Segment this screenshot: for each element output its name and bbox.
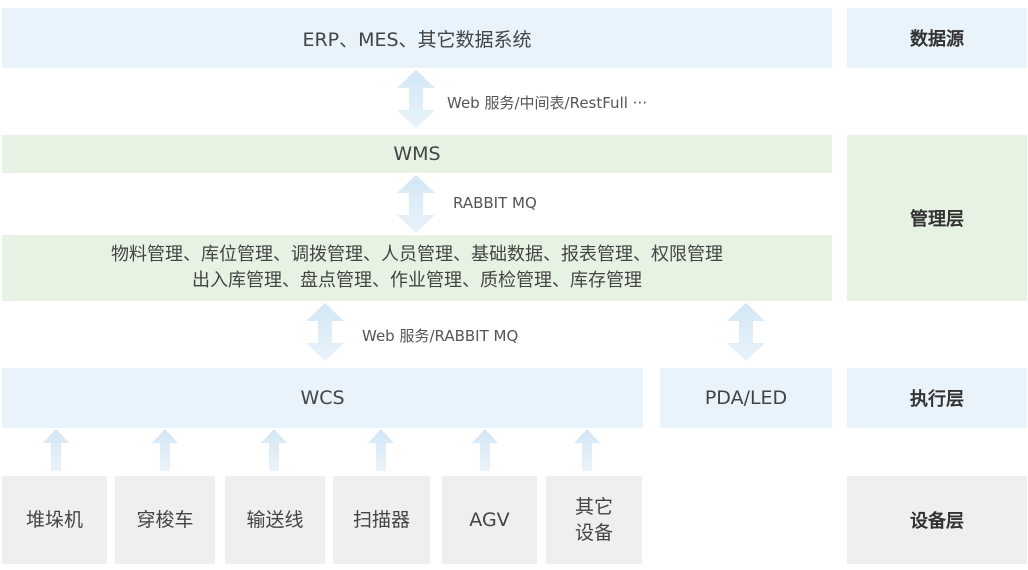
device-label: AGV (469, 509, 510, 531)
up-arrow-icon (261, 429, 287, 471)
erp-mes-box: ERP、MES、其它数据系统 (2, 8, 832, 68)
up-arrow-icon (574, 429, 600, 471)
layer-device-label: 设备层 (910, 511, 964, 532)
pda-led-label: PDA/LED (704, 387, 788, 409)
layer-management: 管理层 (847, 135, 1027, 301)
pda-led-box: PDA/LED (660, 368, 832, 428)
modules-box: 物料管理、库位管理、调拨管理、人员管理、基础数据、报表管理、权限管理 出入库管理… (2, 235, 832, 301)
connector-label-web-service: Web 服务/中间表/RestFull ··· (447, 94, 647, 112)
up-arrow-icon (43, 429, 69, 471)
layer-execution-label: 执行层 (910, 389, 964, 410)
double-arrow-icon (397, 70, 435, 128)
connector-label-rabbitmq: RABBIT MQ (453, 194, 537, 212)
wms-label: WMS (393, 143, 441, 165)
device-label: 扫描器 (352, 509, 410, 531)
device-shuttle: 穿梭车 (115, 476, 215, 564)
device-stacker: 堆垛机 (2, 476, 107, 564)
layer-execution: 执行层 (847, 368, 1027, 428)
device-scanner: 扫描器 (333, 476, 430, 564)
device-other: 其它 设备 (546, 476, 642, 564)
erp-mes-label: ERP、MES、其它数据系统 (302, 28, 532, 51)
layer-management-label: 管理层 (910, 209, 964, 230)
wcs-box: WCS (2, 368, 643, 428)
double-arrow-icon (306, 303, 344, 361)
up-arrow-icon (368, 429, 394, 471)
double-arrow-icon (397, 175, 435, 233)
up-arrow-icon (472, 429, 498, 471)
wms-box: WMS (2, 135, 832, 173)
up-arrow-icon (152, 429, 178, 471)
device-conveyor: 输送线 (225, 476, 325, 564)
layer-device: 设备层 (847, 476, 1027, 564)
wcs-label: WCS (300, 387, 345, 409)
modules-line-1: 物料管理、库位管理、调拨管理、人员管理、基础数据、报表管理、权限管理 (111, 244, 723, 265)
modules-line-2: 出入库管理、盘点管理、作业管理、质检管理、库存管理 (192, 270, 642, 291)
device-label: 穿梭车 (136, 509, 194, 531)
device-label: 其它 设备 (574, 496, 613, 544)
device-label: 堆垛机 (25, 509, 83, 531)
layer-data-source-label: 数据源 (910, 29, 964, 50)
device-label: 输送线 (246, 509, 304, 531)
device-agv: AGV (442, 476, 537, 564)
layer-data-source: 数据源 (847, 8, 1027, 68)
connector-label-web-rabbitmq: Web 服务/RABBIT MQ (362, 327, 519, 345)
double-arrow-icon (727, 303, 765, 361)
